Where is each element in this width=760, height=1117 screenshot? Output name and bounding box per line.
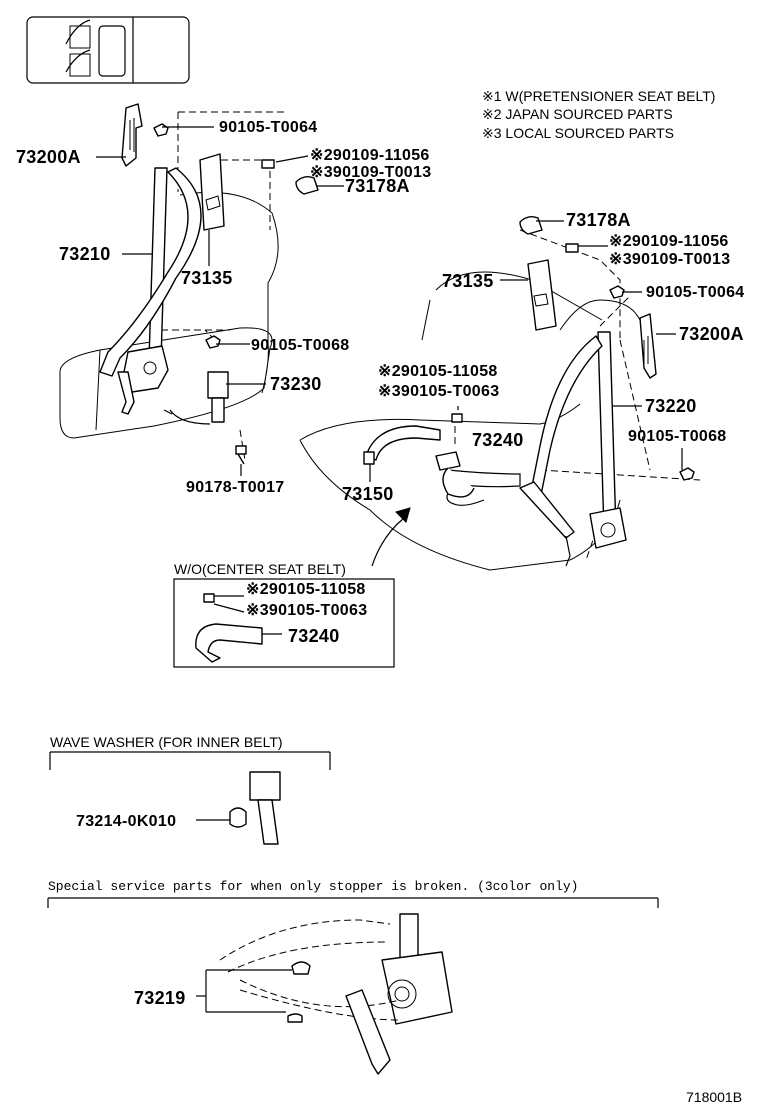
label-90109-11056-right: ※290109-11056 [609,233,729,250]
label-73220: 73220 [645,396,697,416]
note-1: ※1 W(PRETENSIONER SEAT BELT) [482,88,715,104]
left-seat-assembly [59,103,319,465]
label-73150: 73150 [342,484,394,504]
inset-center-title: W/O(CENTER SEAT BELT) [174,561,346,577]
note-3: ※3 LOCAL SOURCED PARTS [482,125,674,141]
label-73135-left: 73135 [181,268,233,288]
label-73178a-right: 73178A [566,210,631,230]
note-2: ※2 JAPAN SOURCED PARTS [482,106,673,122]
label-90105-t0064-left: 90105-T0064 [219,119,318,136]
label-90105-t0068-left: 90105-T0068 [251,337,350,354]
label-73178a-left: 73178A [345,176,410,196]
label-73210: 73210 [59,244,111,264]
figure-id: 718001B [686,1089,742,1105]
inset-washer-title: WAVE WASHER (FOR INNER BELT) [50,734,283,750]
label-90109-t0013-right: ※390109-T0013 [609,251,730,268]
label-90105-t0068-right: 90105-T0068 [628,428,727,445]
inset-stopper-title: Special service parts for when only stop… [48,879,579,894]
inset-stopper: Special service parts for when only stop… [47,879,659,1075]
inset-center-label-73240: 73240 [288,626,340,646]
legend-notes: ※1 W(PRETENSIONER SEAT BELT) ※2 JAPAN SO… [482,88,715,141]
label-90105-11058: ※290105-11058 [378,363,498,380]
callout-labels: 73200A 90105-T0064 ※290109-11056 ※390109… [16,119,745,504]
inset-wave-washer: WAVE WASHER (FOR INNER BELT) 73214-0K010 [49,734,331,845]
label-90105-t0063: ※390105-T0063 [378,383,499,400]
inset-washer-part-number: 73214-0K010 [76,813,176,830]
inset-center-label-90105-t0063: ※390105-T0063 [246,602,367,619]
vehicle-location-icon [26,16,190,84]
right-seat-assembly [299,215,701,571]
label-73135-right: 73135 [442,271,494,291]
label-90178-t0017: 90178-T0017 [186,479,285,496]
inset-center-label-90105-11058: ※290105-11058 [246,581,366,598]
inset-center-seat-belt: W/O(CENTER SEAT BELT) ※290105-11058 ※390… [173,561,395,668]
label-90105-t0064-right: 90105-T0064 [646,284,745,301]
leader-lines [96,126,683,482]
inset-stopper-part-number: 73219 [134,988,186,1008]
label-73230: 73230 [270,374,322,394]
label-73240: 73240 [472,430,524,450]
label-73200a-right: 73200A [679,324,744,344]
label-73200a-left: 73200A [16,147,81,167]
label-90109-11056-left: ※290109-11056 [310,147,430,164]
label-90109-t0013-left: ※390109-T0013 [310,164,431,181]
